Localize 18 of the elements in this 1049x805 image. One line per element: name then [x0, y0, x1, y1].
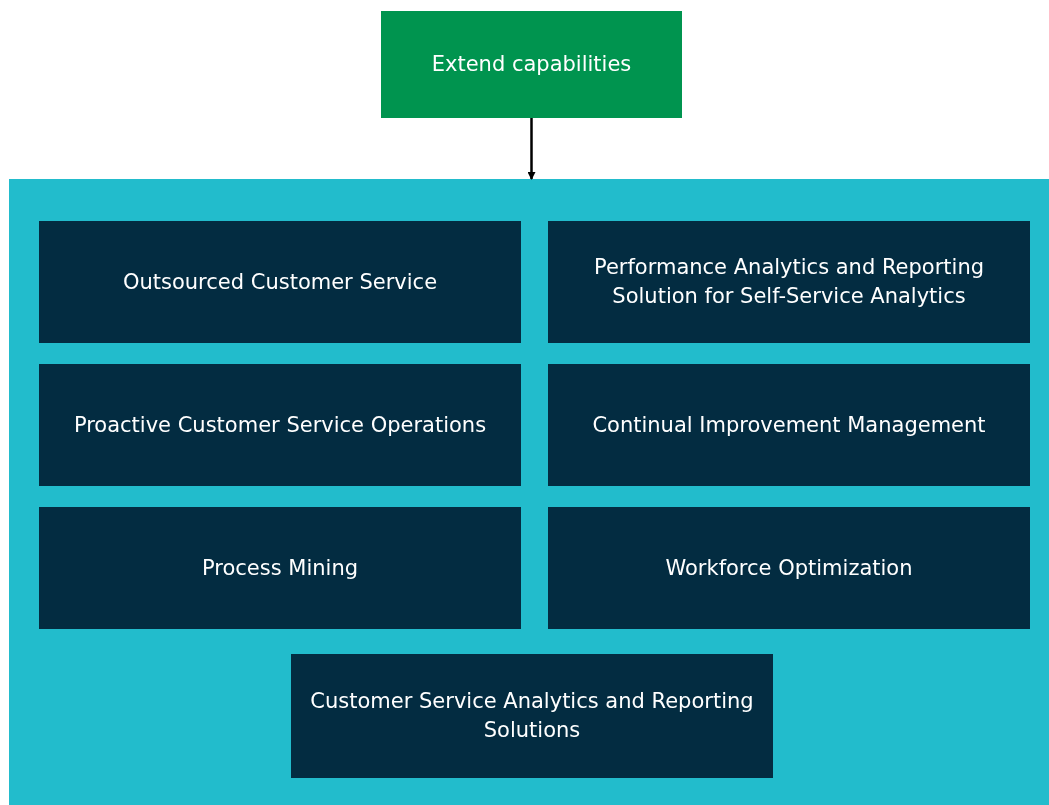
box-label: Performance Analytics and Reporting Solution for Self-Service Analytics — [592, 254, 986, 310]
capability-box — [548, 507, 1030, 629]
capability-box — [39, 507, 521, 629]
box-label: Workforce Optimization — [664, 554, 914, 582]
capability-box — [39, 221, 521, 343]
capability-box — [39, 364, 521, 486]
container-panel — [9, 179, 1049, 805]
capability-box — [548, 221, 1030, 343]
box-label: Customer Service Analytics and Reporting Solutions — [309, 688, 755, 744]
capability-box — [548, 364, 1030, 486]
box-label: Proactive Customer Service Operations — [72, 411, 488, 439]
box-label: Extend capabilities — [430, 51, 633, 78]
box-label: Process Mining — [200, 554, 360, 582]
box-label: Outsourced Customer Service — [121, 268, 439, 296]
box-label: Continual Improvement Management — [591, 411, 987, 439]
goal-box — [381, 11, 682, 118]
capability-box — [291, 654, 773, 778]
arrow — [527, 118, 536, 180]
